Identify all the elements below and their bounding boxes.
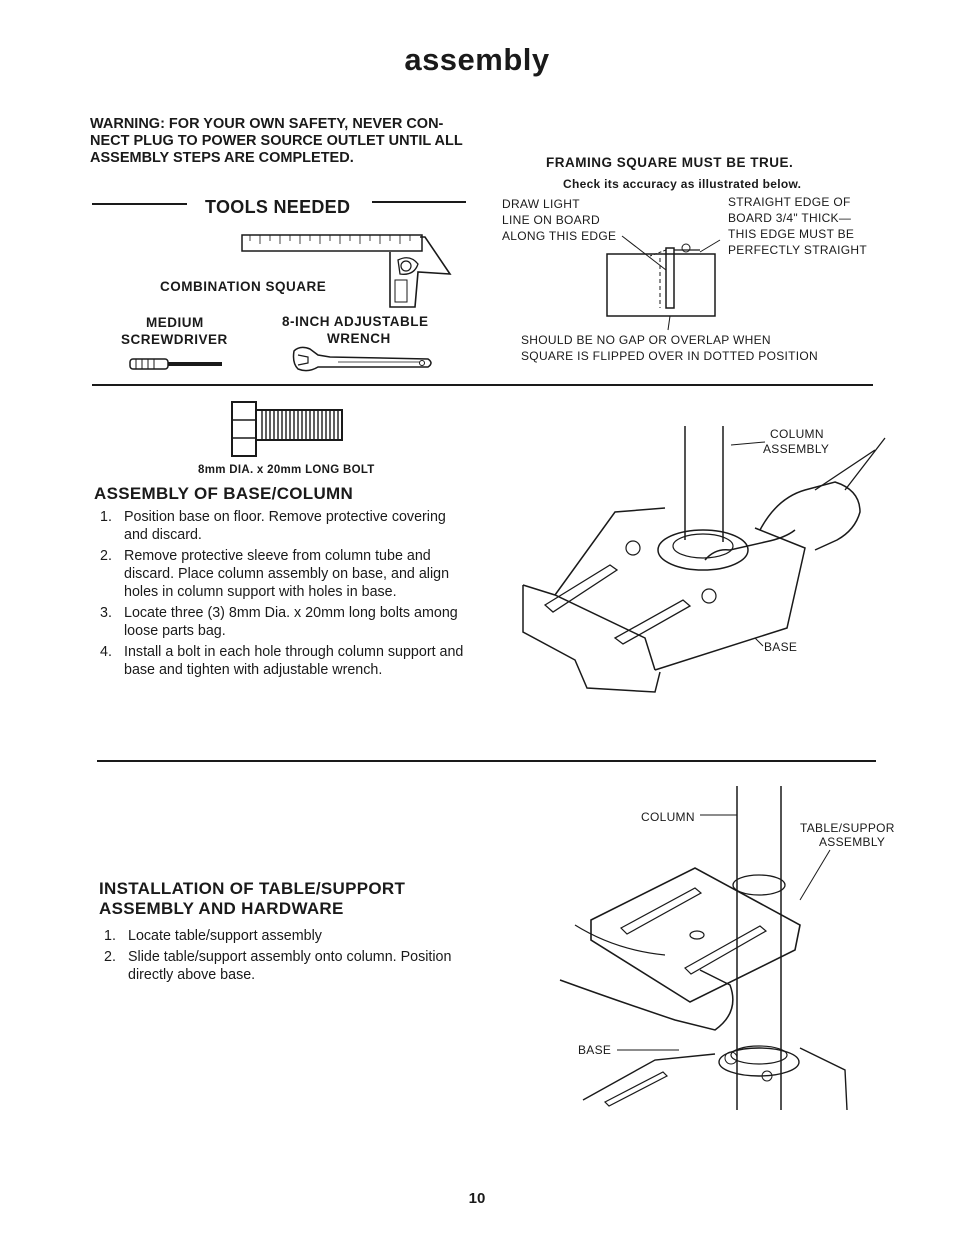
screwdriver-label-line2: SCREWDRIVER	[121, 332, 228, 347]
page-number: 10	[468, 1190, 486, 1207]
combination-square-label: COMBINATION SQUARE	[160, 279, 327, 294]
screwdriver-label-line1: MEDIUM	[146, 315, 204, 330]
column-assembly-label-1: COLUMN	[770, 427, 824, 441]
framing-right-label-2: BOARD 3/4" THICK—	[728, 211, 852, 225]
section-divider-2	[97, 760, 876, 762]
table-support-heading-line2: ASSEMBLY AND HARDWARE	[99, 899, 344, 918]
table-support-heading-line1: INSTALLATION OF TABLE/SUPPORT	[99, 879, 406, 898]
framing-subheading: Check its accuracy as illustrated below.	[563, 177, 802, 191]
bolt-caption: 8mm DIA. x 20mm LONG BOLT	[198, 464, 375, 476]
framing-bottom-label-1: SHOULD BE NO GAP OR OVERLAP WHEN	[521, 333, 771, 347]
framing-right-label-1: STRAIGHT EDGE OF	[728, 195, 851, 209]
column-assembly-label-2: ASSEMBLY	[763, 442, 830, 456]
list-item: 1.Position base on floor. Remove protect…	[100, 509, 446, 543]
framing-bottom-label-2: SQUARE IS FLIPPED OVER IN DOTTED POSITIO…	[521, 349, 819, 363]
combination-square-illustration	[241, 234, 452, 308]
list-item: 4.Install a bolt in each hole through co…	[100, 644, 464, 678]
base-column-illustration	[522, 426, 886, 693]
bolt-illustration	[231, 401, 343, 457]
tools-rule-right	[372, 201, 466, 203]
framing-right-label-4: PERFECTLY STRAIGHT	[728, 243, 867, 257]
table-support-label-1: TABLE/SUPPOR	[800, 821, 895, 835]
wrench-label-line2: WRENCH	[327, 331, 391, 346]
table-support-illustration	[559, 786, 848, 1111]
column-label: COLUMN	[641, 810, 695, 824]
list-item: 2.Remove protective sleeve from column t…	[100, 548, 450, 600]
list-item: 2.Slide table/support assembly onto colu…	[104, 949, 452, 983]
table-support-steps: 1.Locate table/support assembly 2.Slide …	[104, 927, 472, 987]
base-column-steps: 1.Position base on floor. Remove protect…	[100, 508, 468, 682]
framing-square-diagram	[606, 235, 721, 331]
list-item: 1.Locate table/support assembly	[104, 928, 322, 944]
base-label: BASE	[764, 640, 798, 654]
framing-left-label-3: ALONG THIS EDGE	[502, 229, 617, 243]
tools-needed-heading: TOOLS NEEDED	[205, 197, 351, 217]
framing-heading: FRAMING SQUARE MUST BE TRUE.	[546, 155, 794, 170]
tools-rule-left	[92, 203, 187, 205]
framing-right-label-3: THIS EDGE MUST BE	[728, 227, 855, 241]
base-column-heading: ASSEMBLY OF BASE/COLUMN	[94, 484, 354, 503]
safety-warning: WARNING: FOR YOUR OWN SAFETY, NEVER CON-…	[90, 116, 463, 166]
screwdriver-illustration	[129, 358, 222, 370]
wrench-illustration	[292, 346, 432, 372]
list-item: 3.Locate three (3) 8mm Dia. x 20mm long …	[100, 605, 458, 639]
section-divider-1	[92, 384, 873, 386]
table-support-label-2: ASSEMBLY	[819, 835, 886, 849]
framing-left-label-1: DRAW LIGHT	[502, 197, 580, 211]
base-label-2: BASE	[578, 1043, 612, 1057]
framing-left-label-2: LINE ON BOARD	[502, 213, 600, 227]
page-title: assembly	[404, 42, 550, 77]
wrench-label-line1: 8-INCH ADJUSTABLE	[282, 314, 429, 329]
